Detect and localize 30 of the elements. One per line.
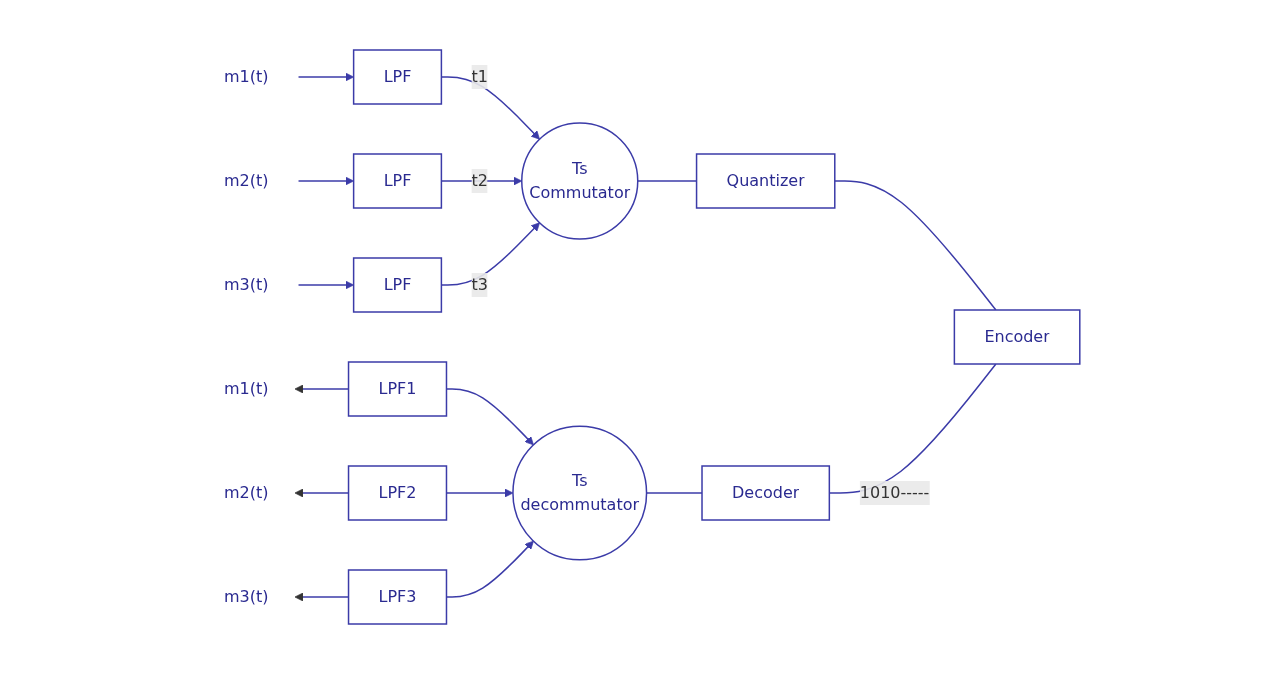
edge-label: 1010----- bbox=[859, 483, 929, 502]
node-box: LPF3 bbox=[347, 569, 447, 625]
arrow bbox=[294, 488, 349, 498]
node-text: m3(t) bbox=[223, 275, 269, 294]
node-text: m2(t) bbox=[223, 171, 269, 190]
arrow bbox=[440, 176, 522, 186]
node-text: m2(t) bbox=[223, 483, 269, 502]
node-text: m3(t) bbox=[223, 587, 269, 606]
edge-label: t3 bbox=[471, 275, 488, 294]
edge-label: t2 bbox=[471, 171, 488, 190]
node-box: LPF1 bbox=[347, 361, 447, 417]
arrow bbox=[440, 76, 540, 140]
arrow bbox=[294, 592, 349, 602]
node-box: LPF2 bbox=[347, 465, 447, 521]
edge-label: t1 bbox=[471, 67, 488, 86]
node-box: LPF bbox=[352, 49, 442, 105]
arrow bbox=[297, 280, 354, 290]
node-box: Quantizer bbox=[695, 153, 836, 209]
node-circle: Ts Commutator bbox=[520, 122, 639, 240]
arrow bbox=[440, 222, 540, 286]
node-box: Encoder bbox=[953, 309, 1081, 365]
node-circle: Ts decommutator bbox=[511, 425, 647, 561]
arrow bbox=[294, 384, 349, 394]
node-box: Decoder bbox=[700, 465, 830, 521]
arrow bbox=[297, 72, 354, 82]
node-box: LPF bbox=[352, 257, 442, 313]
arrow bbox=[297, 176, 354, 186]
node-box: LPF bbox=[352, 153, 442, 209]
node-text: m1(t) bbox=[223, 67, 269, 86]
node-text: m1(t) bbox=[223, 379, 269, 398]
